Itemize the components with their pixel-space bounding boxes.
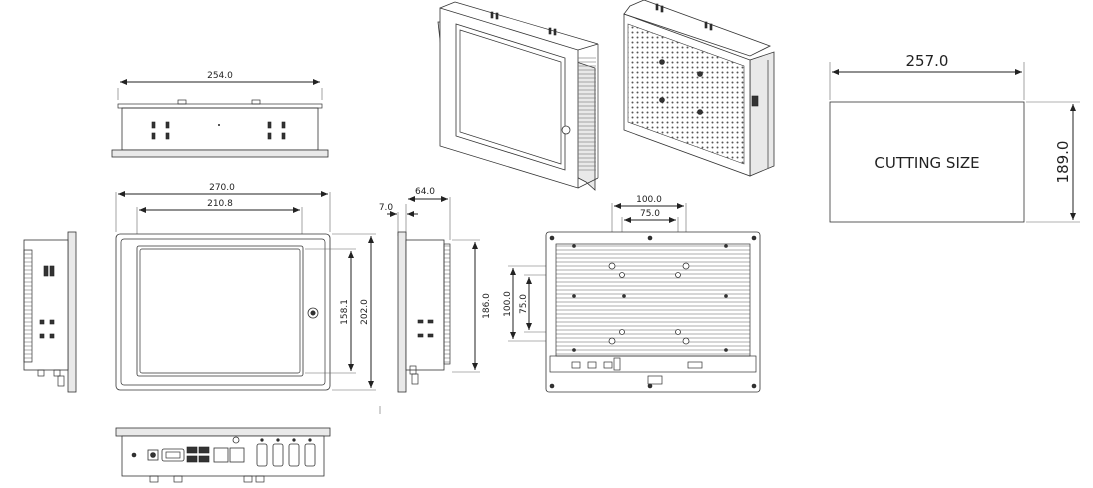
iso-back-view <box>623 0 775 177</box>
side-height-label: 186.0 <box>482 293 492 319</box>
cutout-height-label: 189.0 <box>1054 141 1072 184</box>
front-view: 270.0 210.8 158.1 202.0 <box>115 183 376 391</box>
com-port-2-icon <box>272 443 284 467</box>
bezel-depth-label: 7.0 <box>379 203 394 213</box>
vesa-inner-v-label: 75.0 <box>519 294 529 314</box>
total-depth-label: 64.0 <box>415 187 435 197</box>
screen-height-label: 158.1 <box>340 299 350 325</box>
overall-width-label: 270.0 <box>209 183 235 193</box>
rear-view: 100.0 75.0 100.0 75.0 <box>503 195 761 393</box>
vesa-inner-label: 75.0 <box>640 209 660 219</box>
com-port-1-icon <box>256 443 268 467</box>
top-view: 254.0 <box>111 71 329 158</box>
lan-port-2-icon <box>229 447 245 463</box>
left-side-view <box>23 231 77 393</box>
vesa-outer-v-label: 100.0 <box>503 291 513 317</box>
lan-port-1-icon <box>213 447 229 463</box>
right-bezel-profile <box>397 231 407 393</box>
left-bezel-profile <box>67 231 77 393</box>
overall-height-label: 202.0 <box>360 299 370 325</box>
vga-port-icon <box>161 448 185 462</box>
top-width-label: 254.0 <box>207 71 233 81</box>
cutout-label: CUTTING SIZE <box>874 154 979 172</box>
cutting-size-diagram: 257.0 CUTTING SIZE 189.0 <box>829 52 1080 223</box>
screen-width-label: 210.8 <box>207 199 233 209</box>
com-port-4-icon <box>304 443 316 467</box>
bottom-bezel <box>115 427 331 437</box>
bottom-io-view <box>115 427 331 483</box>
cutout-rectangle <box>829 101 1025 223</box>
front-screen <box>136 245 304 377</box>
iso-front-view <box>437 1 599 191</box>
vesa-outer-label: 100.0 <box>636 195 662 205</box>
right-side-view: 64.0 7.0 186.0 <box>379 187 492 393</box>
com-port-3-icon <box>288 443 300 467</box>
top-vent-slots <box>151 121 286 140</box>
cutout-width-label: 257.0 <box>906 52 949 70</box>
right-chassis <box>405 239 445 371</box>
